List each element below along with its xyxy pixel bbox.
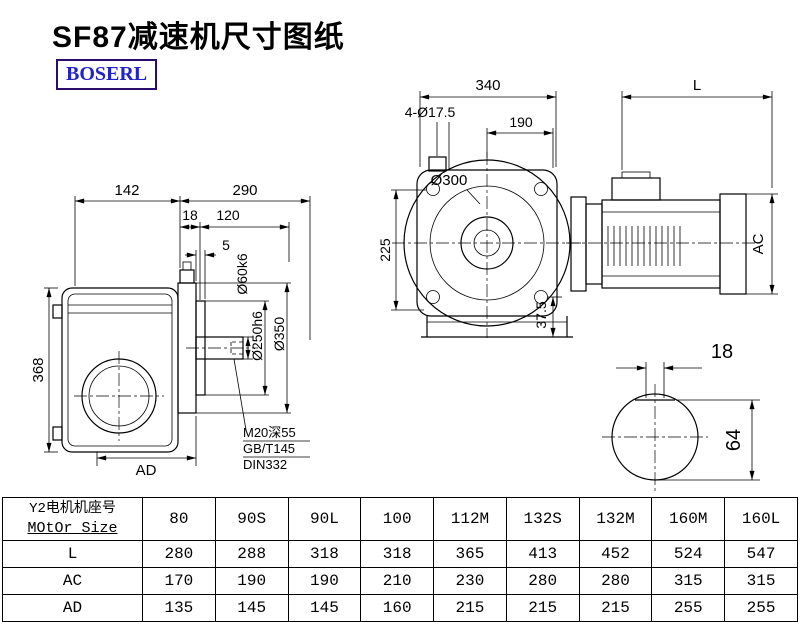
table-cell: 190: [287, 567, 362, 595]
dim-225-label: 225: [377, 238, 393, 262]
dim-290-label: 290: [232, 182, 257, 199]
dim-18-label: 18: [182, 207, 198, 223]
table-row-ad: AD 135 145 145 160 215 215 215 255 255: [2, 594, 798, 622]
dim-368-label: 368: [30, 357, 47, 382]
table-cell: 145: [287, 594, 362, 622]
table-cell: 315: [651, 567, 726, 595]
dim-5-label: 5: [222, 237, 230, 253]
dim-ad-label: AD: [136, 462, 157, 479]
table-cell: 413: [505, 540, 580, 568]
table-cell: 280: [505, 567, 580, 595]
key-width-label: 18: [711, 341, 733, 363]
size-column-header: 100: [360, 497, 435, 541]
motor-size-table: Y2电机机座号 MOtOr Size 80 90S 90L 100 112M 1…: [2, 497, 798, 622]
table-cell: 210: [360, 567, 435, 595]
thread-note: M20深55: [243, 425, 296, 440]
front-flange-diameter-label: Ø300: [431, 172, 468, 189]
table-cell: 315: [724, 567, 798, 595]
table-cell: 135: [142, 594, 216, 622]
row-label: AD: [2, 594, 143, 622]
shaft-section-drawing: 18 64: [602, 341, 760, 492]
table-cell: 230: [433, 567, 507, 595]
dim-190-label: 190: [509, 114, 533, 130]
table-cell: 280: [578, 567, 653, 595]
size-column-header: 90S: [214, 497, 289, 541]
page-title: SF87减速机尺寸图纸: [52, 21, 345, 54]
shaft-diameter-label: Ø60k6: [234, 253, 250, 294]
size-column-header: 160L: [724, 497, 798, 541]
shaft-height-label: 64: [723, 429, 745, 451]
table-cell: 318: [287, 540, 362, 568]
header-line1: Y2电机机座号: [29, 501, 116, 517]
dim-ac-label: AC: [750, 233, 767, 254]
brand-badge: BOSERL: [56, 59, 158, 90]
row-label: AC: [2, 567, 143, 595]
size-column-header: 132S: [505, 497, 580, 541]
front-view-drawing: 340 L 4-Ø17.5 190 Ø300 225: [377, 77, 778, 338]
standard-din-note: DIN332: [243, 457, 287, 472]
size-column-header: 90L: [287, 497, 362, 541]
table-cell: 255: [724, 594, 798, 622]
size-column-header: 132M: [578, 497, 653, 541]
size-column-header: 160M: [651, 497, 726, 541]
table-cell: 288: [214, 540, 289, 568]
table-cell: 255: [651, 594, 726, 622]
table-cell: 215: [505, 594, 580, 622]
table-cell: 215: [578, 594, 653, 622]
table-cell: 215: [433, 594, 507, 622]
table-cell: 170: [142, 567, 216, 595]
table-cell: 524: [651, 540, 726, 568]
table-cell: 547: [724, 540, 798, 568]
table-header-cell: Y2电机机座号 MOtOr Size: [2, 497, 143, 541]
table-cell: 365: [433, 540, 507, 568]
dim-37-5-label: 37.5: [533, 301, 549, 328]
table-cell: 318: [360, 540, 435, 568]
header-line2: MOtOr Size: [27, 520, 118, 537]
table-cell: 160: [360, 594, 435, 622]
row-label: L: [2, 540, 143, 568]
dim-l-label: L: [693, 77, 701, 94]
dim-142-label: 142: [114, 182, 139, 199]
side-view-drawing: 142 290 18 120 5 368 AD: [30, 182, 311, 479]
size-column-header: 112M: [433, 497, 507, 541]
size-column-header: 80: [142, 497, 216, 541]
bolt-holes-label: 4-Ø17.5: [405, 104, 456, 120]
table-row-l: L 280 288 318 318 365 413 452 524 547: [2, 540, 798, 568]
motor-fins: [607, 226, 681, 266]
dim-340-label: 340: [475, 77, 500, 94]
table-cell: 280: [142, 540, 216, 568]
technical-drawing: 142 290 18 120 5 368 AD: [30, 77, 778, 492]
spigot-diameter-label: Ø250h6: [249, 311, 265, 361]
table-cell: 190: [214, 567, 289, 595]
flange-diameter-label: Ø350: [271, 317, 287, 351]
table-header-row: Y2电机机座号 MOtOr Size 80 90S 90L 100 112M 1…: [2, 497, 798, 541]
table-row-ac: AC 170 190 190 210 230 280 280 315 315: [2, 567, 798, 595]
standard-gb-note: GB/T145: [243, 441, 295, 456]
table-cell: 145: [214, 594, 289, 622]
dim-120-label: 120: [216, 207, 240, 223]
table-cell: 452: [578, 540, 653, 568]
